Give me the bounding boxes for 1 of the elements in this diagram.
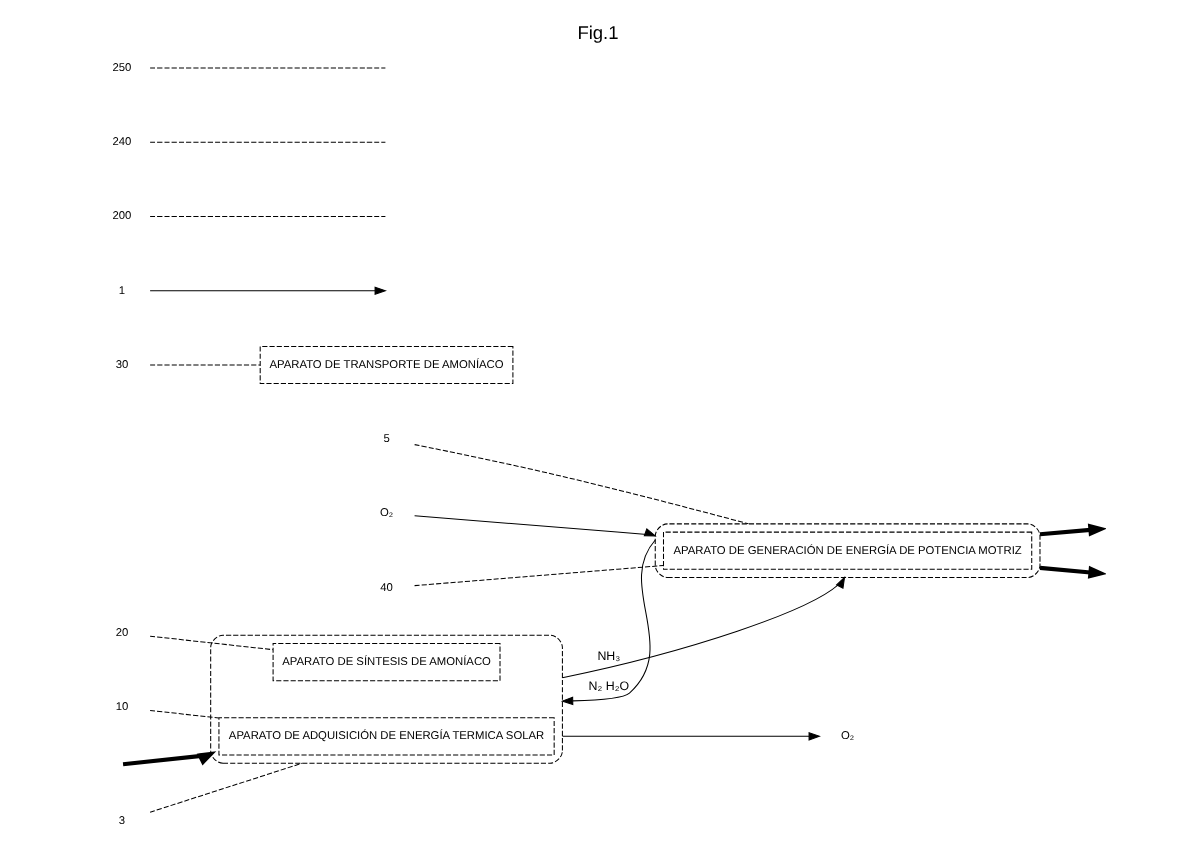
- diagram-title: Fig.1: [576, 23, 618, 44]
